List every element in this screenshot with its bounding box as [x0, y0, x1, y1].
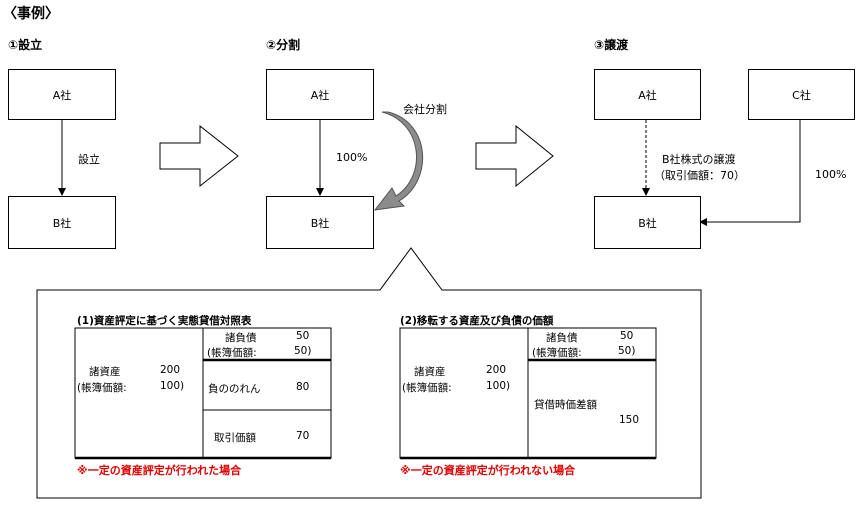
bs2-liability-value: 50 — [620, 330, 634, 342]
bs2-valuation-diff-name: 貸借時価差額 — [534, 399, 597, 411]
bs1-liability-name: 諸負債 — [225, 332, 257, 344]
step2-title: ②分割 — [266, 38, 301, 52]
block-arrow-2 — [475, 124, 554, 188]
s2-company-a-box: A社 — [266, 69, 374, 120]
s2-ownership-label: 100% — [336, 151, 368, 164]
s2-company-b-box: B社 — [266, 196, 374, 249]
bs2-title: (2)移転する資産及び負債の価額 — [400, 315, 554, 327]
setup-label: 設立 — [78, 153, 100, 166]
bs1-negative-goodwill-value: 80 — [296, 381, 310, 393]
bs1-asset-value: 200 — [160, 364, 181, 376]
step1-title: ①設立 — [8, 38, 43, 52]
s1-company-a-box: A社 — [8, 69, 116, 120]
s3-company-b-box: B社 — [594, 196, 701, 249]
transaction-price-label: （取引価額：70） — [654, 169, 745, 182]
bs1-price-name: 取引価額 — [214, 432, 256, 444]
share-transfer-label: B社株式の譲渡 — [662, 153, 736, 166]
bs1-asset-name: 諸資産 — [89, 366, 121, 378]
step3-title: ③譲渡 — [594, 38, 629, 52]
bs2-asset-value: 200 — [486, 364, 507, 376]
s3-ownership-label: 100% — [815, 168, 847, 181]
bs1-asset-book: (帳簿価額: — [77, 382, 127, 394]
split-curve-arrow — [373, 111, 424, 211]
bs1-liability-book-value: 50) — [294, 345, 312, 357]
bs2-liability-book: (帳簿価額: — [532, 347, 582, 359]
bs2-asset-book-value: 100) — [486, 380, 511, 392]
c-to-b-arrow — [699, 120, 801, 226]
bs1-negative-goodwill-name: 負ののれん — [208, 383, 261, 395]
bs2-note: ※一定の資産評定が行われない場合 — [400, 464, 576, 477]
bs2-asset-name: 諸資産 — [414, 366, 446, 378]
s1-company-b-box: B社 — [8, 196, 116, 249]
page-title: 〈事例〉 — [3, 6, 59, 22]
bs1-title: (1)資産評定に基づく実態貸借対照表 — [77, 315, 252, 327]
company-split-label: 会社分割 — [403, 103, 447, 116]
bs1-asset-book-value: 100) — [160, 380, 185, 392]
block-arrow-1 — [159, 124, 239, 188]
bs1-liability-value: 50 — [296, 330, 310, 342]
bs2-liability-book-value: 50) — [618, 345, 636, 357]
s3-company-a-box: A社 — [594, 69, 701, 120]
bs2-valuation-diff-value: 150 — [619, 414, 640, 426]
s3-company-c-box: C社 — [748, 69, 855, 120]
bs1-note: ※一定の資産評定が行われた場合 — [77, 464, 242, 477]
bs1-liability-book: (帳簿価額: — [207, 347, 257, 359]
bs2-liability-name: 諸負債 — [546, 332, 578, 344]
bs2-asset-book: (帳簿価額: — [402, 382, 452, 394]
bs1-price-value: 70 — [296, 430, 310, 442]
